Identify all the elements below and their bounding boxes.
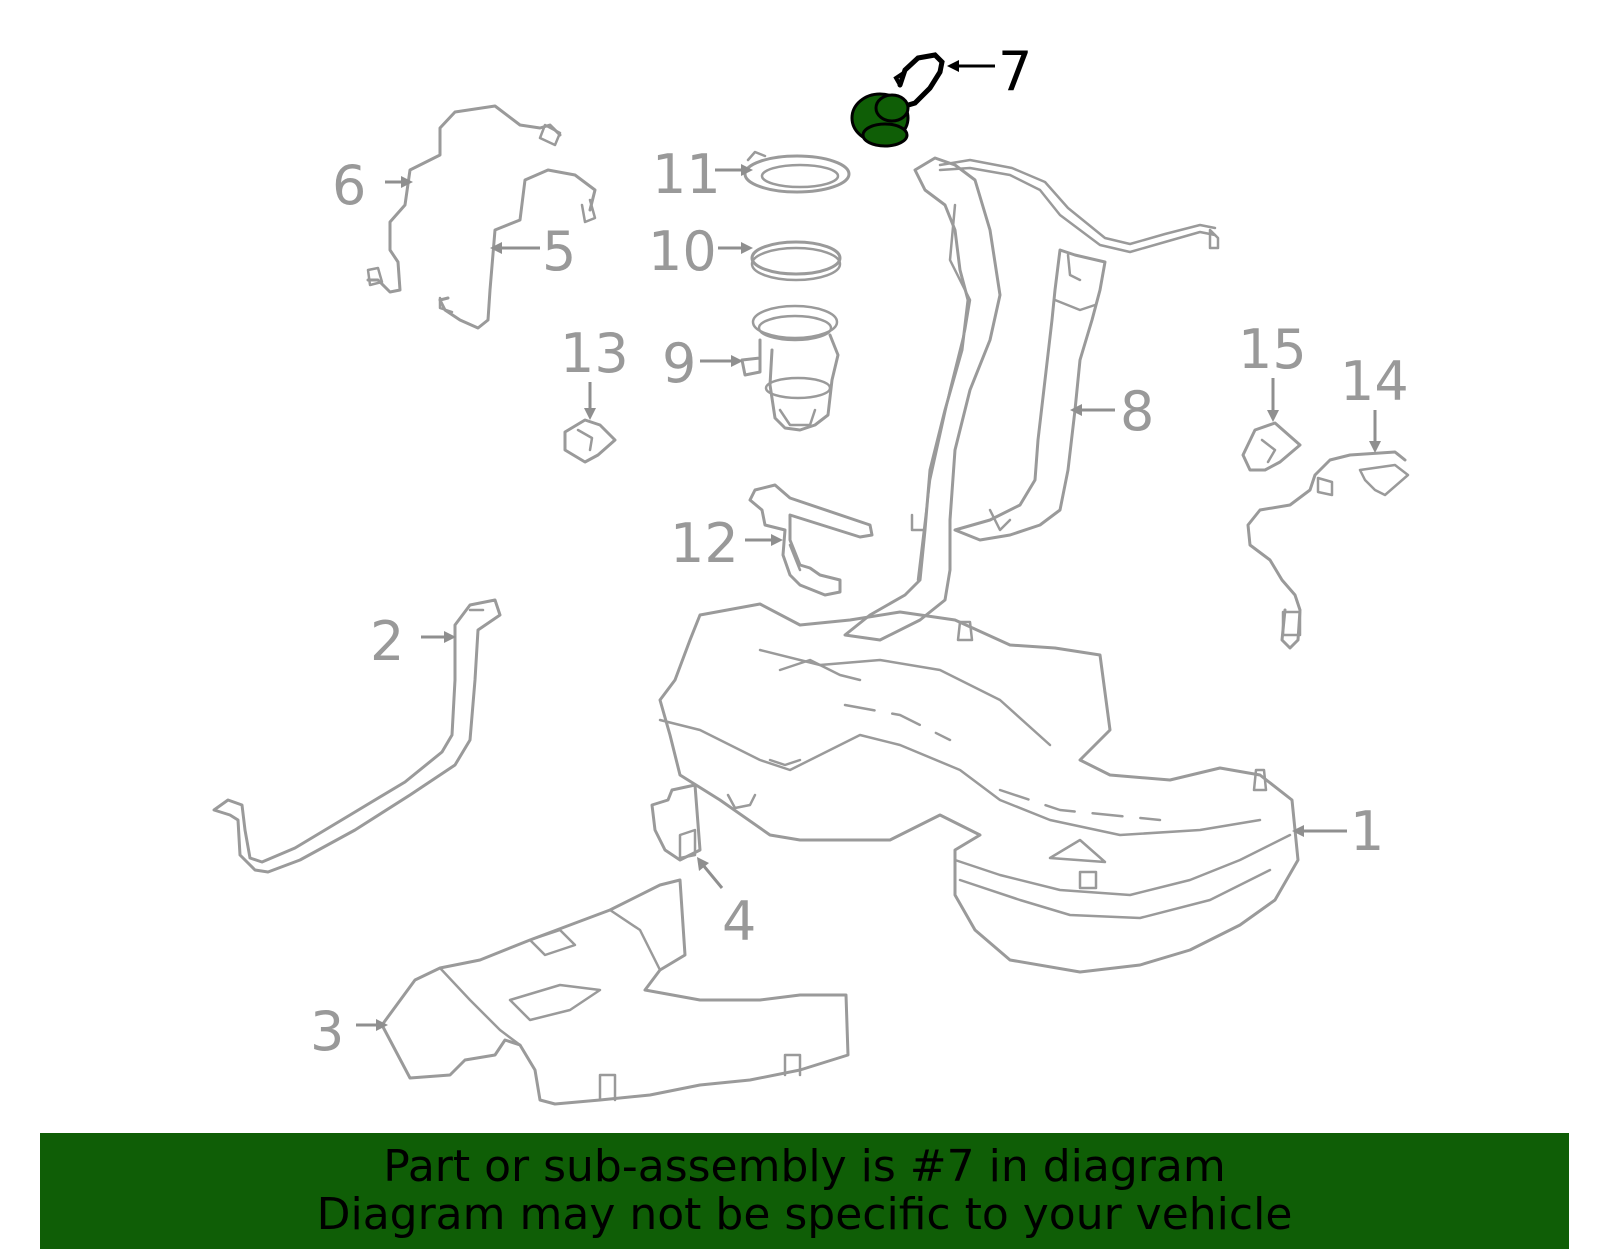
callout-1[interactable]: 1 [1350, 800, 1384, 863]
filler-neck-assembly [843, 156, 1220, 642]
callout-8[interactable]: 8 [1120, 380, 1154, 443]
part-10-seal-ring[interactable] [750, 240, 842, 282]
part-1-fuel-tank[interactable] [658, 602, 1300, 974]
callout-6[interactable]: 6 [332, 154, 366, 217]
callout-7[interactable]: 7 [998, 40, 1032, 103]
part-7-fuel-cap[interactable] [850, 52, 945, 148]
fuel-cap-base [861, 122, 909, 148]
part-4-bracket[interactable] [650, 783, 757, 862]
part-9-fuel-pump[interactable] [740, 304, 840, 432]
part-6-harness[interactable] [366, 104, 562, 294]
callout-arrows [356, 60, 1381, 1031]
callout-12[interactable]: 12 [670, 512, 739, 575]
callout-5[interactable]: 5 [542, 220, 576, 283]
info-banner: Part or sub-assembly is #7 in diagram Di… [40, 1133, 1569, 1249]
callout-4[interactable]: 4 [722, 890, 756, 953]
part-13-clip[interactable] [563, 418, 617, 464]
callout-10[interactable]: 10 [648, 220, 717, 283]
callout-11[interactable]: 11 [652, 143, 721, 206]
banner-line-disclaimer: Diagram may not be specific to your vehi… [316, 1189, 1293, 1240]
callout-2[interactable]: 2 [370, 610, 404, 673]
part-11-lock-ring[interactable] [743, 150, 851, 194]
part-15-clip[interactable] [1241, 421, 1302, 472]
part-3-tank-shield[interactable] [380, 878, 850, 1106]
part-5-harness[interactable] [438, 168, 597, 330]
banner-line-part: Part or sub-assembly is #7 in diagram [383, 1141, 1226, 1192]
part-12-sender[interactable] [748, 483, 874, 597]
part-2-tank-strap[interactable] [212, 598, 502, 874]
part-8-filler-pipe[interactable] [953, 248, 1107, 542]
callout-13[interactable]: 13 [560, 322, 629, 385]
part-14-harness[interactable] [1246, 450, 1410, 650]
callout-15[interactable]: 15 [1238, 318, 1307, 381]
callout-9[interactable]: 9 [662, 332, 696, 395]
callout-3[interactable]: 3 [310, 1000, 344, 1063]
fuel-cap-top [874, 93, 910, 123]
callout-14[interactable]: 14 [1340, 350, 1409, 413]
callout-labels: 1 2 3 4 5 6 7 8 9 10 11 12 13 14 15 [310, 40, 1409, 1063]
